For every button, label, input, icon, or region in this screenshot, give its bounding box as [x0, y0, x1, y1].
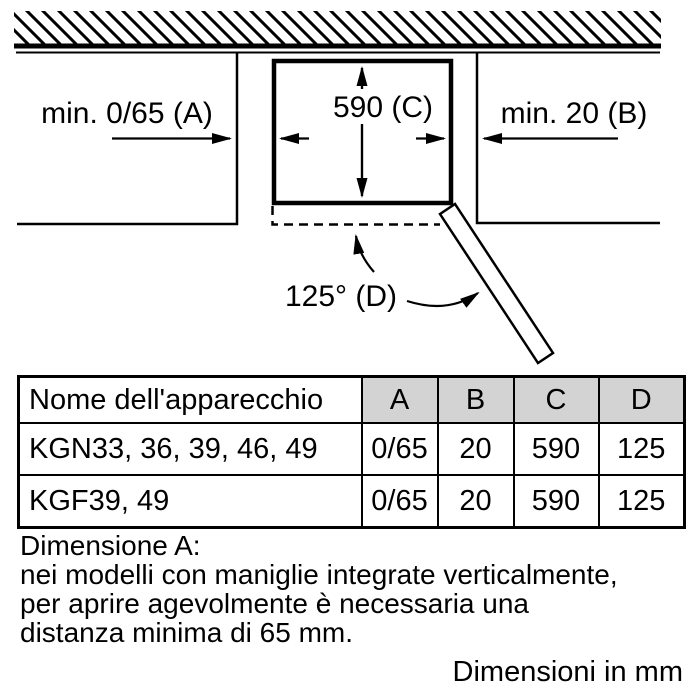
value-cell-c: 590: [512, 474, 600, 529]
installation-diagram: 590 (C) 125° (D) min. 0/65 (A) min. 20 (…: [14, 11, 661, 365]
footnote-dimension-a: Dimensione A: nei modelli con maniglie i…: [20, 531, 685, 647]
footnote-line: per aprire agevolmente è necessaria una: [20, 588, 529, 619]
value-cell-a: 0/65: [360, 474, 439, 529]
value-cell-a: 0/65: [360, 422, 439, 476]
table-header-a: A: [360, 375, 439, 424]
dimensions-table: Nome dell'apparecchio A B C D KGN33, 36,…: [17, 375, 686, 529]
label-width-backing: [329, 89, 437, 124]
value-cell-d: 125: [597, 474, 686, 529]
model-name-cell: KGN33, 36, 39, 46, 49: [17, 422, 363, 476]
value-cell-d: 125: [597, 422, 686, 476]
door-angle-arrow-to-door: [406, 291, 480, 308]
table-header-name: Nome dell'apparecchio: [17, 375, 363, 424]
wall-hatching: [14, 11, 661, 44]
table-header-c: C: [512, 375, 600, 424]
footnote-line: Dimensione A:: [20, 530, 201, 561]
table-header-b: B: [436, 375, 515, 424]
table-header-d: D: [597, 375, 686, 424]
door-angle-arrow-to-front: [353, 234, 375, 273]
units-note: Dimensioni in mm: [452, 656, 683, 688]
label-min-a: min. 0/65 (A): [41, 97, 213, 130]
value-cell-b: 20: [436, 422, 515, 476]
table-row: KGF39, 49 0/65 20 590 125: [17, 474, 686, 529]
model-name-cell: KGF39, 49: [17, 474, 363, 529]
open-door: [438, 202, 555, 365]
table-header-row: Nome dell'apparecchio A B C D: [17, 375, 686, 424]
label-min-b: min. 20 (B): [501, 97, 648, 130]
value-cell-b: 20: [436, 474, 515, 529]
footnote-line: distanza minima di 65 mm.: [20, 617, 354, 648]
label-angle-d: 125° (D): [285, 280, 397, 313]
right-cabinet-outline: [475, 53, 660, 225]
footnote-line: nei modelli con maniglie integrate verti…: [20, 559, 618, 590]
left-cabinet-outline: [17, 53, 239, 226]
table-row: KGN33, 36, 39, 46, 49 0/65 20 590 125: [17, 422, 686, 476]
closed-door-dashed-line: [271, 206, 440, 226]
label-width-c: 590 (C): [333, 91, 433, 124]
value-cell-c: 590: [512, 422, 600, 476]
